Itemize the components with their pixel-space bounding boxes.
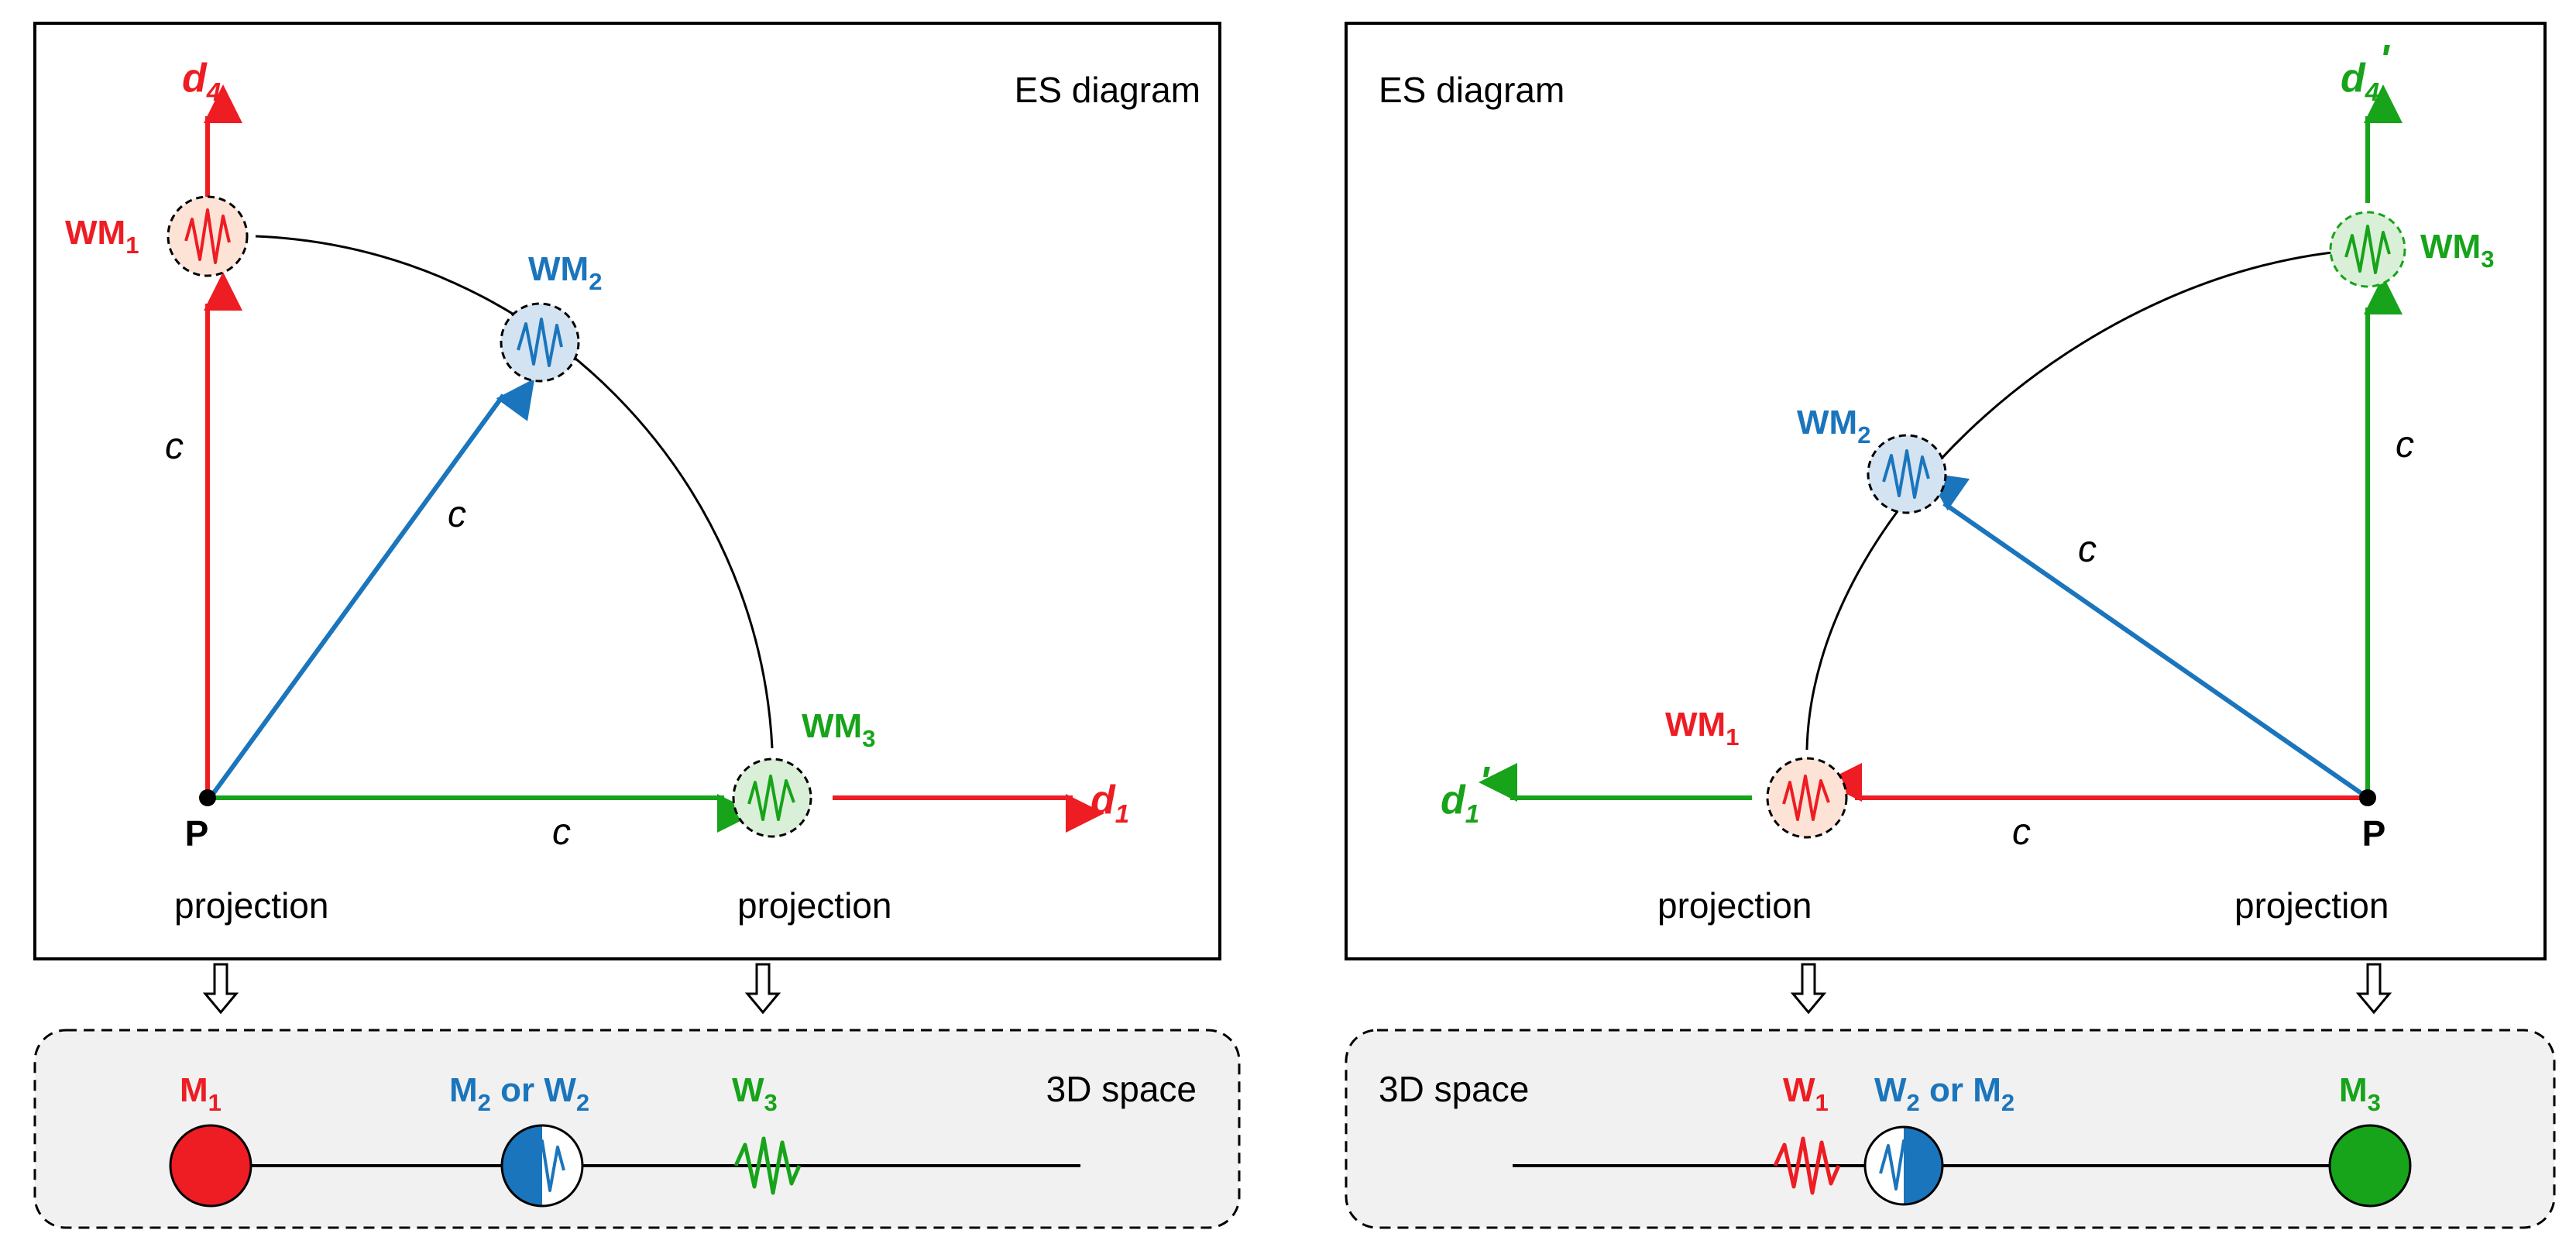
wave-icon (1782, 775, 1830, 821)
left-axis-d1-label: d1 (1091, 778, 1129, 828)
left-projection-label-wm3: projection (737, 885, 891, 926)
left-projection-arrow-p (202, 963, 239, 1015)
right-c-label-vertical: c (2396, 424, 2414, 466)
left-w3-label: W3 (732, 1071, 778, 1116)
left-projection-label-p: projection (174, 885, 328, 926)
left-vector-to-wm2 (211, 378, 535, 795)
left-m2-w2-particle (500, 1124, 584, 1208)
right-axis-d1-label: d1' (1441, 759, 1490, 828)
right-m3-label: M3 (2339, 1071, 2381, 1116)
right-axis-d4-label: d4' (2341, 37, 2390, 106)
left-c-label-vertical: c (165, 426, 184, 467)
left-3d-space: 3D space M1 M2 or W2 W3 (33, 1029, 1241, 1229)
right-projection-arrow-wm1 (1790, 963, 1827, 1015)
wave-icon (1879, 1139, 1927, 1192)
wave-icon (184, 208, 231, 264)
right-w2-m2-label: W2 or M2 (1874, 1071, 2014, 1116)
left-projection-arrow-wm3 (744, 963, 781, 1015)
left-point-p-dot (199, 789, 216, 806)
wave-icon (2344, 225, 2391, 274)
left-m1-label: M1 (180, 1071, 222, 1116)
right-vector-to-wm2 (1926, 472, 2364, 796)
left-energy-arc (255, 235, 774, 749)
right-es-frame (1345, 22, 2547, 960)
right-wm3-node (2329, 211, 2406, 288)
right-projection-label-p: projection (2234, 885, 2389, 926)
left-es-diagram: ES diagram P c c c WM1 (33, 22, 1221, 960)
right-3d-space: 3D space W1 W2 or M2 M3 (1345, 1029, 2556, 1229)
right-w1-wave (1773, 1136, 1841, 1195)
left-es-frame (33, 22, 1221, 960)
right-energy-arc (1805, 248, 2368, 751)
wave-icon (747, 775, 795, 821)
right-projection-label-wm1: projection (1657, 885, 1812, 926)
right-projection-arrow-p (2355, 963, 2392, 1015)
left-c-label-horizontal: c (552, 812, 571, 853)
right-3d-title: 3D space (1379, 1069, 1529, 1109)
right-c-label-horizontal: c (2012, 812, 2031, 853)
left-wm1-label: WM1 (65, 214, 139, 259)
left-wm3-label: WM3 (802, 707, 875, 752)
wave-icon (1882, 449, 1930, 499)
left-c-label-diagonal: c (448, 494, 466, 535)
left-3d-frame (33, 1029, 1241, 1229)
left-w3-wave (733, 1136, 802, 1195)
right-wm1-label: WM1 (1665, 706, 1739, 751)
left-point-p-label: P (185, 813, 209, 854)
right-m3-particle (2328, 1124, 2412, 1208)
left-axis-d4-label: d4 (182, 56, 221, 106)
right-w1-label: W1 (1783, 1071, 1829, 1116)
left-wm2-label: WM2 (528, 250, 602, 295)
right-3d-frame (1345, 1029, 2556, 1229)
right-w2-m2-particle (1863, 1125, 1944, 1206)
right-point-p-label: P (2362, 813, 2386, 854)
right-es-diagram: ES diagram P c c c WM3 (1345, 22, 2547, 960)
right-c-label-diagonal: c (2078, 529, 2097, 570)
left-m1-particle (169, 1124, 252, 1208)
right-es-title: ES diagram (1379, 70, 1564, 110)
left-es-title: ES diagram (1015, 70, 1200, 110)
right-wm3-label: WM3 (2420, 228, 2494, 273)
wave-icon (517, 318, 563, 367)
right-wm2-label: WM2 (1797, 404, 1870, 448)
right-wm2-node (1867, 434, 1947, 514)
left-wm2-node (500, 302, 580, 383)
right-point-p-dot (2359, 789, 2376, 806)
left-3d-title: 3D space (1046, 1069, 1197, 1109)
right-wm1-node (1766, 757, 1848, 839)
left-m2-w2-label: M2 or W2 (449, 1071, 589, 1116)
wave-icon (517, 1139, 565, 1192)
left-wm3-node (732, 758, 812, 838)
left-wm1-node (167, 195, 249, 277)
